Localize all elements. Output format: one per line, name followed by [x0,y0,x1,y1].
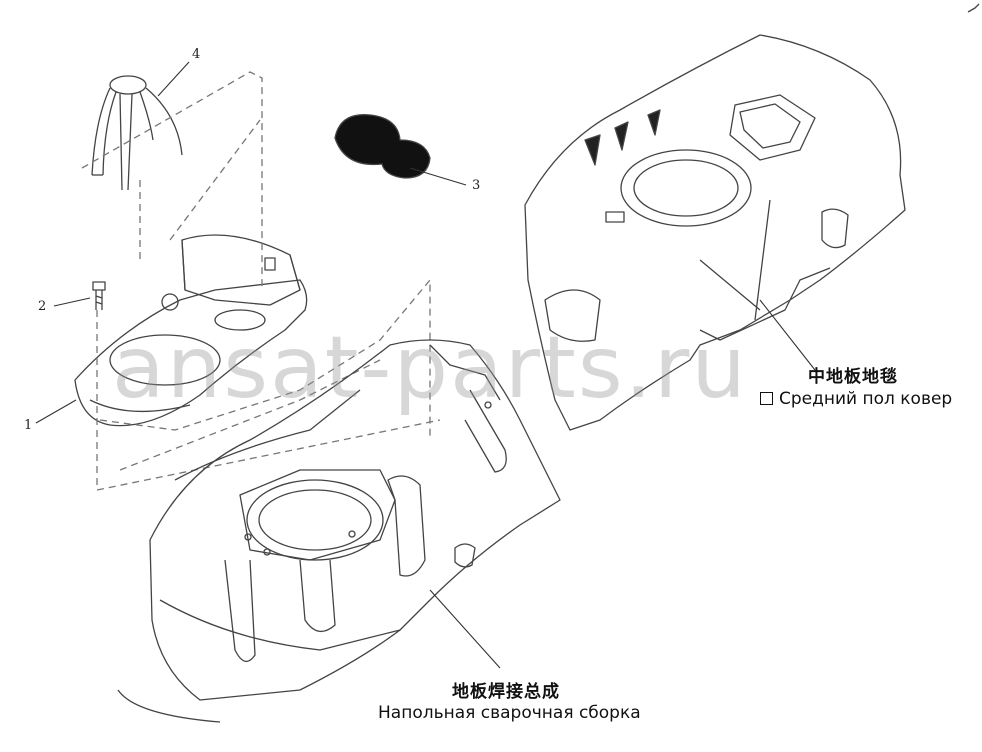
floor-welding-assembly [149,339,561,701]
outline-curve [117,689,221,723]
checkbox-icon [760,392,773,405]
carpet-label-cn: 中地板地毯 [808,367,898,387]
bolt-part-2 [92,281,106,310]
floor-label-ru: Напольная сварочная сборка [378,703,641,723]
floor-label-cn: 地板焊接总成 [452,682,560,702]
watermark-text: ansat-parts.ru [112,318,748,418]
carpet-label-ru-text: Средний пол ковер [779,389,953,409]
middle-floor-carpet [524,34,906,431]
callout-2: 2 [38,299,47,314]
bracket-part-4 [91,75,183,191]
callout-3: 3 [472,178,481,193]
corner-mark [967,3,980,13]
console-part-1 [74,234,308,427]
pad-part-3 [334,114,431,179]
carpet-label-ru: Средний пол ковер [760,389,952,409]
callout-1: 1 [24,418,33,433]
callout-4: 4 [192,47,201,62]
leader-lines [35,61,816,669]
